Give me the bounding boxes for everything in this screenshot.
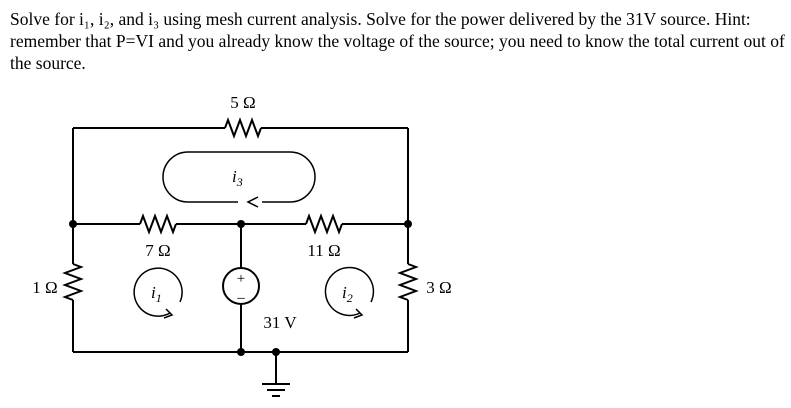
label-i1: i1 (151, 283, 162, 305)
mesh-i3-loop (162, 151, 316, 203)
voltage-source-31v: + – (222, 267, 260, 306)
mesh-current-i1: i1 (133, 267, 183, 319)
ground-icon (262, 383, 290, 397)
node-bottom-center (237, 348, 245, 356)
label-3ohm: 3 Ω (426, 278, 451, 297)
label-i3: i3 (232, 167, 243, 189)
resistor-5ohm (224, 117, 262, 139)
node-right (404, 220, 412, 228)
resistor-1ohm (62, 263, 84, 301)
resistor-7ohm (139, 213, 177, 235)
mesh-i1-arrowhead (163, 308, 174, 319)
node-ground (272, 348, 280, 356)
mesh-i2-arrowhead (353, 308, 364, 319)
resistor-11ohm (305, 213, 343, 235)
problem-statement: Solve for i₁, i₂, and i₃ using mesh curr… (10, 8, 785, 74)
label-7ohm: 7 Ω (145, 241, 170, 260)
mesh-i1-loop (133, 267, 183, 317)
circuit-nodes (69, 220, 412, 356)
node-left (69, 220, 77, 228)
mesh-i3-arrowhead (246, 196, 259, 208)
source-plus: + (237, 271, 245, 287)
resistor-3ohm (397, 263, 419, 301)
mesh-current-i3: i3 (162, 151, 316, 208)
node-center (237, 220, 245, 228)
label-11ohm: 11 Ω (307, 241, 340, 260)
mesh-i2-loop (324, 266, 375, 317)
source-minus: – (236, 290, 245, 306)
label-5ohm: 5 Ω (230, 93, 255, 112)
problem-text: Solve for i₁, i₂, and i₃ using mesh curr… (10, 9, 785, 73)
circuit-wires (72, 127, 409, 384)
mesh-current-i2: i2 (324, 266, 375, 319)
label-31v: 31 V (263, 313, 297, 332)
voltage-source-circle (222, 267, 260, 305)
label-1ohm: 1 Ω (32, 278, 57, 297)
label-i2: i2 (342, 283, 353, 305)
